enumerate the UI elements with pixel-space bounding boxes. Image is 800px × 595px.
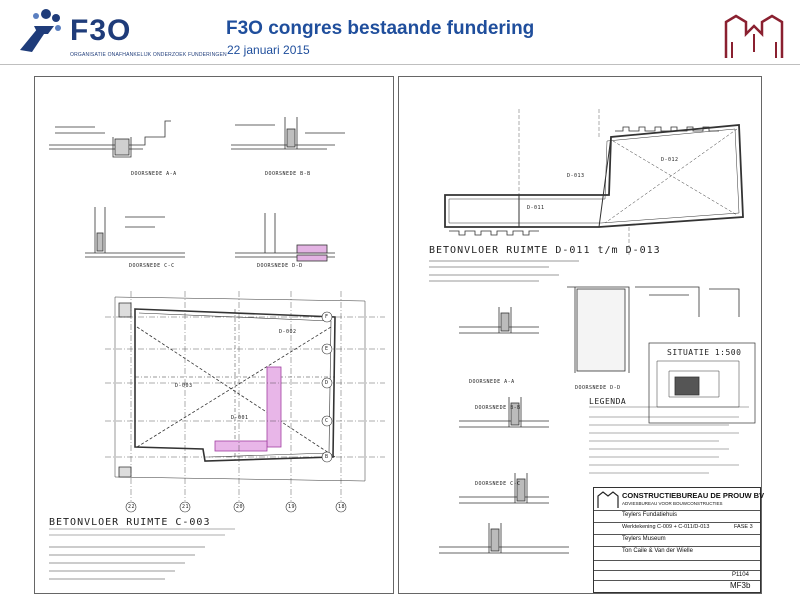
- titleblock-number: P1104: [732, 572, 749, 578]
- plan-title-right: BETONVLOER RUIMTE D-011 t/m D-013: [429, 245, 661, 256]
- header-divider: [0, 64, 800, 65]
- grid-label: E: [325, 346, 329, 352]
- section-label-a: DOORSNEDE A-A: [131, 171, 177, 177]
- titleblock-client: Teylers Museum: [622, 536, 666, 542]
- grid-label: 18: [338, 504, 346, 510]
- grid-label: D: [325, 380, 329, 386]
- titleblock-phase: FASE 3: [734, 524, 753, 530]
- grid-label: C: [325, 418, 329, 424]
- titleblock-company-sub: ADVIESBUREAU VOOR BOUWCONSTRUCTIES: [622, 501, 723, 506]
- section-label-c: DOORSNEDE C-C: [129, 263, 175, 269]
- room-label-d002: D-002: [279, 329, 297, 335]
- titleblock-drawing: Werktekening C-009 + C-011/D-013: [622, 524, 710, 530]
- grid-label: 20: [236, 504, 244, 510]
- drawing-sheet-right: D-011 D-012 D-013 BETONVLOER RUIMTE D-01…: [398, 76, 765, 594]
- room-label-d012: D-012: [661, 157, 679, 163]
- f3o-logo: F3O ORGANISATIE ONAFHANKELIJK ONDERZOEK …: [14, 6, 227, 62]
- company-house-icon: [597, 491, 619, 508]
- room-label-d003: D-003: [175, 383, 193, 389]
- section-label-c: DOORSNEDE C-C: [475, 481, 521, 487]
- section-label-d: DOORSNEDE D-D: [575, 385, 621, 391]
- titleblock-company: CONSTRUCTIEBUREAU DE PROUW BV: [622, 491, 765, 500]
- situatie-label: SITUATIE 1:500: [667, 348, 742, 357]
- section-label-a: DOORSNEDE A-A: [469, 379, 515, 385]
- legend-title: LEGENDA: [589, 397, 627, 406]
- slide-header: F3O ORGANISATIE ONAFHANKELIJK ONDERZOEK …: [0, 0, 800, 66]
- logo-text: F3O: [70, 14, 132, 47]
- logo-subtitle: ORGANISATIE ONAFHANKELIJK ONDERZOEK FUND…: [70, 52, 227, 58]
- grid-label: B: [325, 454, 329, 460]
- house-outline-icon: [724, 14, 784, 58]
- titleblock-architect: Ton Caile & Van der Wielle: [622, 548, 693, 554]
- drawing-left-linework: [49, 117, 385, 580]
- drawing-right-linework: [429, 109, 756, 554]
- grid-label: 19: [288, 504, 296, 510]
- drawing-sheet-left: DOORSNEDE A-A DOORSNEDE B-B DOORSNEDE C-…: [34, 76, 394, 594]
- drawing-titleblock: CONSTRUCTIEBUREAU DE PROUW BV ADVIESBURE…: [593, 487, 765, 593]
- room-label-d011: D-011: [527, 205, 545, 211]
- f3o-logo-icon: [20, 9, 61, 52]
- grid-label: 22: [128, 504, 136, 510]
- company-logo: [724, 12, 784, 60]
- room-label-d001: D-001: [231, 415, 249, 421]
- room-label-d013: D-013: [567, 173, 585, 179]
- section-label-d: DOORSNEDE D-D: [257, 263, 303, 269]
- titleblock-project: Teylers Fundatiehuis: [622, 512, 678, 518]
- slide-title: F3O congres bestaande fundering: [226, 18, 535, 39]
- plan-title-left: BETONVLOER RUIMTE C-003: [49, 517, 211, 528]
- slide-subtitle: 22 januari 2015: [227, 43, 310, 57]
- titleblock-sheet: MF3b: [730, 581, 751, 590]
- grid-label: F: [325, 314, 329, 320]
- section-label-b: DOORSNEDE B-B: [265, 171, 311, 177]
- grid-label: 21: [182, 504, 190, 510]
- section-label-b: DOORSNEDE B-B: [475, 405, 521, 411]
